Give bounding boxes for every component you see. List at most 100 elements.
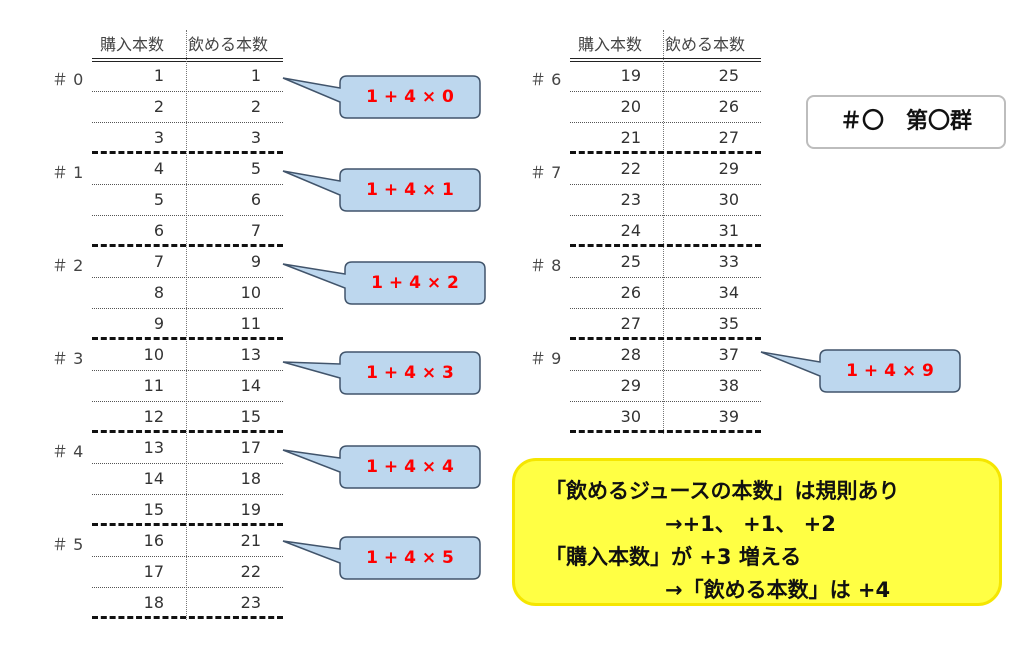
group-separator bbox=[92, 430, 283, 433]
group-title-box: ＃〇 第〇群 bbox=[806, 95, 1006, 149]
purchased-cell: 8 bbox=[153, 283, 164, 302]
group-label: ＃ 3 bbox=[52, 349, 84, 368]
group-label: ＃ 6 bbox=[530, 70, 562, 89]
purchased-cell: 21 bbox=[620, 128, 641, 147]
purchased-cell: 29 bbox=[620, 376, 641, 395]
group-label: ＃ 9 bbox=[530, 349, 562, 368]
group-separator bbox=[92, 244, 283, 247]
group-separator bbox=[92, 151, 283, 154]
column-divider bbox=[663, 30, 664, 434]
row-separator bbox=[92, 215, 283, 216]
row-separator bbox=[570, 401, 761, 402]
header-purchased: 購入本数 bbox=[578, 35, 643, 54]
drinkable-cell: 39 bbox=[718, 407, 739, 426]
callout-bubble bbox=[282, 261, 486, 305]
group-label: ＃ 7 bbox=[530, 163, 562, 182]
group-label: ＃ 8 bbox=[530, 256, 562, 275]
row-separator bbox=[92, 370, 283, 371]
row-separator bbox=[570, 370, 761, 371]
drinkable-cell: 14 bbox=[240, 376, 261, 395]
drinkable-cell: 7 bbox=[250, 221, 261, 240]
group-label: ＃ 5 bbox=[52, 535, 84, 554]
drinkable-cell: 10 bbox=[240, 283, 261, 302]
row-separator bbox=[92, 277, 283, 278]
callout-bubble bbox=[282, 536, 481, 580]
purchased-cell: 5 bbox=[153, 190, 164, 209]
group-label: ＃ 0 bbox=[52, 70, 84, 89]
drinkable-cell: 34 bbox=[718, 283, 739, 302]
row-separator bbox=[92, 401, 283, 402]
row-separator bbox=[92, 184, 283, 185]
purchased-cell: 1 bbox=[153, 66, 164, 85]
group-separator bbox=[570, 430, 761, 433]
group-separator bbox=[92, 523, 283, 526]
purchased-cell: 26 bbox=[620, 283, 641, 302]
note-line-1: 「飲めるジュースの本数」は規則あり bbox=[545, 479, 900, 503]
note-line-2: →+1、 +1、 +2 bbox=[665, 512, 836, 536]
purchased-cell: 19 bbox=[620, 66, 641, 85]
drinkable-cell: 26 bbox=[718, 97, 739, 116]
callout-formula: 1 + 4 × 2 bbox=[371, 273, 459, 293]
row-separator bbox=[92, 91, 283, 92]
drinkable-cell: 38 bbox=[718, 376, 739, 395]
drinkable-cell: 17 bbox=[240, 438, 261, 457]
drinkable-cell: 30 bbox=[718, 190, 739, 209]
purchased-cell: 9 bbox=[153, 314, 164, 333]
purchased-cell: 28 bbox=[620, 345, 641, 364]
drinkable-cell: 9 bbox=[250, 252, 261, 271]
purchased-cell: 30 bbox=[620, 407, 641, 426]
callout-bubble bbox=[282, 445, 481, 489]
note-line-4: →「飲める本数」は +4 bbox=[665, 578, 891, 602]
drinkable-cell: 3 bbox=[250, 128, 261, 147]
drinkable-cell: 27 bbox=[718, 128, 739, 147]
drinkable-cell: 31 bbox=[718, 221, 739, 240]
drinkable-cell: 5 bbox=[250, 159, 261, 178]
callout-formula: 1 + 4 × 4 bbox=[366, 457, 454, 477]
row-separator bbox=[92, 308, 283, 309]
drinkable-cell: 33 bbox=[718, 252, 739, 271]
callout-bubble bbox=[760, 349, 961, 393]
row-separator bbox=[570, 215, 761, 216]
row-separator bbox=[570, 91, 761, 92]
purchased-cell: 22 bbox=[620, 159, 641, 178]
header-drinkable: 飲める本数 bbox=[188, 35, 269, 54]
group-separator bbox=[92, 337, 283, 340]
group-separator bbox=[92, 616, 283, 619]
group-separator bbox=[570, 337, 761, 340]
drinkable-cell: 2 bbox=[250, 97, 261, 116]
purchased-cell: 20 bbox=[620, 97, 641, 116]
purchased-cell: 7 bbox=[153, 252, 164, 271]
purchased-cell: 2 bbox=[153, 97, 164, 116]
purchased-cell: 25 bbox=[620, 252, 641, 271]
note-line-3: 「購入本数」が +3 増える bbox=[545, 545, 802, 569]
group-separator bbox=[570, 244, 761, 247]
purchased-cell: 13 bbox=[143, 438, 164, 457]
row-separator bbox=[570, 277, 761, 278]
purchased-cell: 18 bbox=[143, 593, 164, 612]
purchased-cell: 6 bbox=[153, 221, 164, 240]
row-separator bbox=[92, 494, 283, 495]
row-separator bbox=[570, 122, 761, 123]
purchased-cell: 4 bbox=[153, 159, 164, 178]
callout-bubble bbox=[282, 351, 481, 395]
row-separator bbox=[92, 463, 283, 464]
header-double-line bbox=[92, 58, 283, 62]
drinkable-cell: 13 bbox=[240, 345, 261, 364]
drinkable-cell: 18 bbox=[240, 469, 261, 488]
drinkable-cell: 1 bbox=[250, 66, 261, 85]
drinkable-cell: 6 bbox=[250, 190, 261, 209]
purchased-cell: 12 bbox=[143, 407, 164, 426]
row-separator bbox=[570, 308, 761, 309]
purchased-cell: 24 bbox=[620, 221, 641, 240]
purchased-cell: 16 bbox=[143, 531, 164, 550]
row-separator bbox=[92, 587, 283, 588]
rule-note: 「飲めるジュースの本数」は規則あり →+1、 +1、 +2 「購入本数」が +3… bbox=[512, 458, 1002, 606]
row-separator bbox=[570, 184, 761, 185]
purchased-cell: 10 bbox=[143, 345, 164, 364]
drinkable-cell: 22 bbox=[240, 562, 261, 581]
header-drinkable: 飲める本数 bbox=[665, 35, 746, 54]
drinkable-cell: 25 bbox=[718, 66, 739, 85]
purchased-cell: 23 bbox=[620, 190, 641, 209]
callout-formula: 1 + 4 × 1 bbox=[366, 180, 454, 200]
